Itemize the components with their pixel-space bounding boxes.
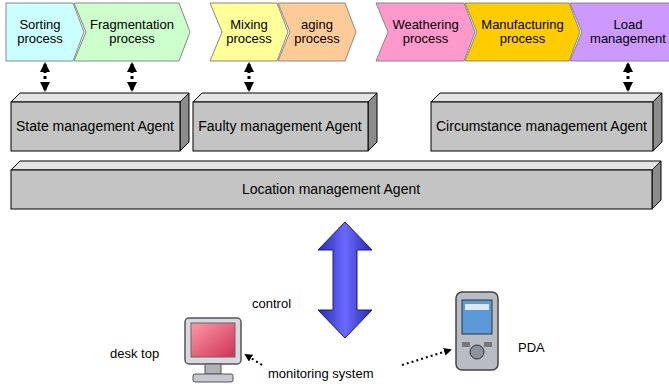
box-side-face: [368, 93, 377, 151]
dotted-connector: [44, 64, 47, 90]
box-side-face: [652, 161, 661, 209]
box-top-face: [11, 93, 189, 102]
process-chevron: aging process: [277, 2, 357, 62]
agent-label: Faulty management Agent: [198, 119, 361, 134]
agent-label: State management Agent: [16, 119, 174, 134]
process-label: Mixing process: [226, 18, 272, 47]
dotted-connector: [131, 64, 134, 90]
agent-box: State management Agent: [10, 92, 190, 152]
process-label: Manufacturing process: [481, 18, 563, 47]
monitor-link: [402, 350, 450, 365]
chevron-outline: [210, 3, 288, 61]
control-label: control: [252, 296, 291, 311]
device-label: desk top: [110, 346, 159, 361]
agent-label: Location management Agent: [242, 182, 420, 197]
chevron-outline: [570, 3, 669, 61]
control-arrow: [318, 222, 372, 338]
box-side-face: [653, 93, 662, 151]
process-chevron: Sorting process: [5, 2, 85, 62]
process-label: Sorting process: [17, 18, 63, 47]
process-chevron: Mixing process: [209, 2, 289, 62]
pda-icon: [456, 292, 498, 370]
agent-label: Circumstance management Agent: [436, 119, 647, 134]
system-label: monitoring system: [268, 366, 373, 381]
box-front-face: [193, 102, 368, 151]
box-front-face: [11, 102, 180, 151]
desktop-icon: [185, 318, 241, 382]
dotted-connector: [248, 64, 251, 90]
agent-box: Faulty management Agent: [192, 92, 378, 152]
box-top-face: [431, 93, 662, 102]
process-chevron: Load management: [569, 2, 669, 62]
process-chevron: Manufacturing process: [464, 2, 581, 62]
process-label: Weathering process: [392, 18, 458, 47]
process-chevron: Fragmentation process: [73, 2, 191, 62]
agent-box: Circumstance management Agent: [430, 92, 663, 152]
chevron-outline: [74, 3, 190, 61]
process-label: Load management: [590, 18, 666, 47]
box-front-face: [11, 170, 652, 209]
chevron-outline: [278, 3, 356, 61]
monitor-link: [246, 355, 262, 365]
box-front-face: [431, 102, 653, 151]
process-label: Fragmentation process: [90, 18, 174, 47]
location-bar: Location management Agent: [10, 160, 662, 210]
process-chevron: Weathering process: [375, 2, 476, 62]
box-top-face: [11, 161, 661, 170]
process-label: aging process: [294, 18, 340, 47]
box-top-face: [193, 93, 377, 102]
dotted-connector: [627, 64, 630, 90]
chevron-outline: [465, 3, 580, 61]
device-label: PDA: [518, 340, 545, 355]
chevron-outline: [376, 3, 475, 61]
chevron-outline: [6, 3, 84, 61]
box-side-face: [180, 93, 189, 151]
